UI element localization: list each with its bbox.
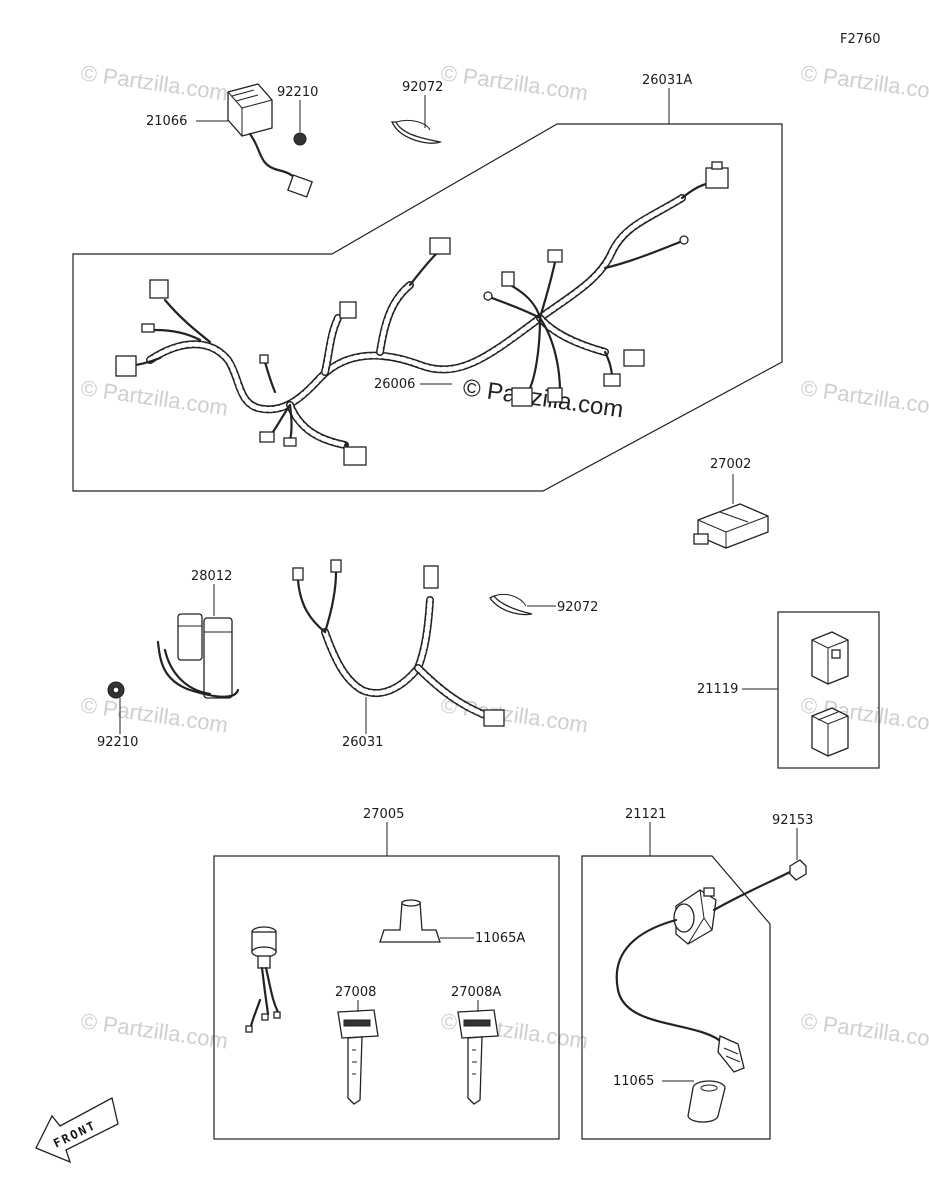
watermark: © Partzilla.com — [79, 60, 229, 105]
watermark: © Partzilla.com — [799, 375, 929, 420]
label-21119: 21119 — [697, 682, 738, 697]
label-11065: 11065 — [613, 1074, 654, 1089]
part-92153-bolt[interactable] — [712, 859, 807, 912]
label-26031: 26031 — [342, 735, 383, 750]
label-27008: 27008 — [335, 985, 376, 1000]
part-11065-cap[interactable] — [687, 1080, 726, 1123]
label-11065A: 11065A — [475, 931, 525, 946]
part-27002-relay[interactable] — [693, 503, 769, 549]
watermark: © Partzilla.com — [439, 60, 589, 105]
watermarks: © Partzilla.com © Partzilla.com © Partzi… — [79, 60, 929, 1053]
label-28012: 28012 — [191, 569, 232, 584]
label-92072-lower: 92072 — [557, 600, 598, 615]
label-92210: 92210 — [277, 85, 318, 100]
label-26006: 26006 — [374, 377, 415, 392]
part-11065A-cap[interactable] — [379, 899, 441, 943]
box-21119 — [777, 611, 880, 769]
label-27008A: 27008A — [451, 985, 501, 1000]
label-92210-lower: 92210 — [97, 735, 138, 750]
part-21119-module[interactable] — [811, 631, 849, 757]
label-21121: 21121 — [625, 807, 666, 822]
part-21121-ignition-coil[interactable] — [615, 887, 745, 1073]
box-21121 — [581, 855, 771, 1140]
part-26031A-main-harness[interactable] — [115, 161, 729, 466]
part-21066-regulator[interactable] — [227, 83, 313, 198]
part-27008A-key[interactable] — [457, 1009, 499, 1105]
label-27005: 27005 — [363, 807, 404, 822]
watermark: © Partzilla.com — [79, 1008, 229, 1053]
label-26031A: 26031A — [642, 73, 692, 88]
part-92072-band[interactable] — [390, 119, 443, 144]
label-92153: 92153 — [772, 813, 813, 828]
part-28012-resistor[interactable] — [107, 613, 240, 699]
front-arrow: FRONT — [35, 1097, 119, 1164]
box-26031A — [72, 123, 783, 492]
label-27002: 27002 — [710, 457, 751, 472]
watermark: © Partzilla.com — [79, 692, 229, 737]
part-27005-ignition-switch[interactable] — [245, 926, 281, 1033]
watermark-main: © Partzilla.com — [461, 374, 625, 423]
part-26031-sub-harness[interactable] — [292, 559, 505, 727]
part-27008-key[interactable] — [337, 1009, 379, 1105]
part-92072-band-lower[interactable] — [489, 593, 533, 616]
label-21066: 21066 — [146, 114, 187, 129]
watermark: © Partzilla.com — [799, 60, 929, 105]
watermark: © Partzilla.com — [799, 1008, 929, 1053]
diagram-code: F2760 — [840, 32, 881, 47]
label-92072-top: 92072 — [402, 80, 443, 95]
watermark: © Partzilla.com — [79, 375, 229, 420]
